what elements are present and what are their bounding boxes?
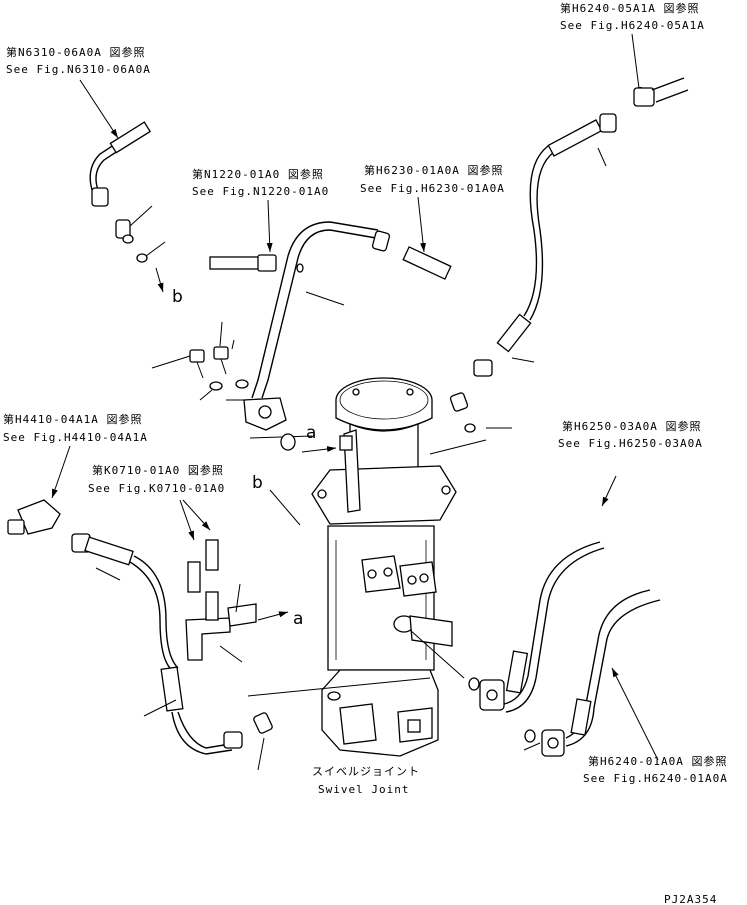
ref-k0710: 第K0710-01A0 図参照 See Fig.K0710-01A0 bbox=[88, 463, 225, 495]
arrow-a-1 bbox=[301, 446, 337, 453]
hose-top-left bbox=[89, 121, 166, 263]
leader-k0710-b bbox=[182, 499, 211, 531]
ref-h6250: 第H6250-03A0A 図参照 See Fig.H6250-03A0A bbox=[558, 419, 703, 450]
leader-h6230 bbox=[417, 196, 427, 253]
fittings-k0710 bbox=[185, 539, 431, 697]
ref-h6250-jp: 第H6250-03A0A 図参照 bbox=[562, 419, 701, 433]
ref-n1220-jp: 第N1220-01A0 図参照 bbox=[192, 167, 324, 181]
ref-h6240-05-en: See Fig.H6240-05A1A bbox=[560, 19, 705, 32]
ref-h6230-en: See Fig.H6230-01A0A bbox=[360, 182, 505, 195]
ref-h6240-05-jp: 第H6240-05A1A 図参照 bbox=[560, 1, 699, 15]
arrow-b-1 bbox=[155, 267, 164, 293]
leader-h6250 bbox=[601, 475, 617, 507]
callout-a-2: a bbox=[293, 609, 303, 629]
ref-h4410: 第H4410-04A1A 図参照 See Fig.H4410-04A1A bbox=[3, 412, 148, 444]
leader-b-2 bbox=[269, 489, 301, 526]
hoses-right bbox=[409, 541, 661, 757]
callout-b-1: b bbox=[172, 287, 183, 307]
swivel-joint-jp: スイベルジョイント bbox=[312, 765, 420, 778]
leader-washer bbox=[249, 435, 313, 439]
swivel-joint-body bbox=[311, 377, 457, 757]
callout-a-1: a bbox=[306, 423, 316, 443]
drawing-code: PJ2A354 bbox=[664, 893, 717, 905]
ref-h6250-en: See Fig.H6250-03A0A bbox=[558, 437, 703, 450]
ref-h6230: 第H6230-01A0A 図参照 See Fig.H6230-01A0A bbox=[360, 163, 505, 195]
ref-h6240-01-jp: 第H6240-01A0A 図参照 bbox=[588, 754, 727, 768]
pipe-top bbox=[209, 221, 452, 431]
ref-h4410-en: See Fig.H4410-04A1A bbox=[3, 431, 148, 444]
leader-h4410 bbox=[51, 445, 71, 499]
bolts-group bbox=[151, 321, 249, 401]
ref-n6310-jp: 第N6310-06A0A 図参照 bbox=[6, 45, 145, 59]
arrow-a-2 bbox=[257, 611, 289, 621]
leader-h6240-01 bbox=[611, 667, 659, 761]
swivel-joint-en: Swivel Joint bbox=[318, 783, 409, 796]
leader-n6310 bbox=[79, 79, 119, 139]
leader-h6240-05 bbox=[631, 33, 642, 97]
ref-h6230-jp: 第H6230-01A0A 図参照 bbox=[364, 163, 503, 177]
ref-h6240-05: 第H6240-05A1A 図参照 See Fig.H6240-05A1A bbox=[560, 1, 705, 32]
ref-h6240-01: 第H6240-01A0A 図参照 See Fig.H6240-01A0A bbox=[583, 754, 728, 785]
leader-n1220 bbox=[266, 199, 273, 253]
ref-k0710-jp: 第K0710-01A0 図参照 bbox=[92, 463, 224, 477]
callout-b-2: b bbox=[252, 473, 263, 493]
leader-k0710-a bbox=[179, 499, 195, 541]
ref-n1220: 第N1220-01A0 図参照 See Fig.N1220-01A0 bbox=[192, 167, 329, 198]
ref-n6310: 第N6310-06A0A 図参照 See Fig.N6310-06A0A bbox=[6, 45, 151, 76]
washer-a bbox=[280, 433, 296, 451]
ref-h6240-01-en: See Fig.H6240-01A0A bbox=[583, 772, 728, 785]
ref-n1220-en: See Fig.N1220-01A0 bbox=[192, 185, 329, 198]
ref-n6310-en: See Fig.N6310-06A0A bbox=[6, 63, 151, 76]
ref-h4410-jp: 第H4410-04A1A 図参照 bbox=[3, 412, 142, 426]
hose-top-right bbox=[449, 77, 689, 433]
hose-left bbox=[7, 499, 273, 771]
leader-fitting bbox=[429, 439, 487, 455]
ref-k0710-en: See Fig.K0710-01A0 bbox=[88, 482, 225, 495]
